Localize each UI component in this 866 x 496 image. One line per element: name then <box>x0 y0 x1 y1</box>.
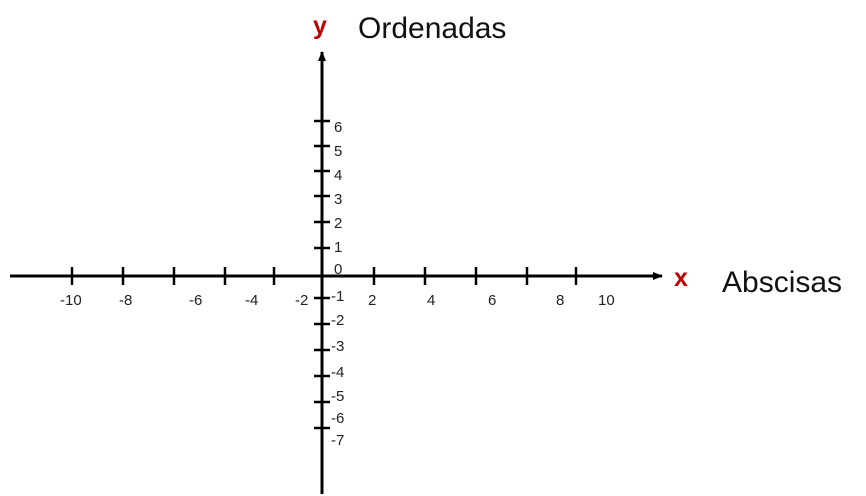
x-tick-label: -8 <box>119 292 132 309</box>
x-tick-label: -2 <box>295 292 308 309</box>
y-axis-name: Ordenadas <box>358 12 506 45</box>
x-axis-ticks <box>70 267 578 285</box>
y-axis-tick-labels: 6 5 4 3 2 1 0 -1 -2 -3 -4 -5 -6 -7 <box>331 119 344 449</box>
y-tick-label: 5 <box>334 143 342 160</box>
y-tick-label: -5 <box>331 388 344 405</box>
x-axis-name: Abscisas <box>722 266 842 299</box>
y-tick-label: 1 <box>334 239 342 256</box>
x-tick-label: -4 <box>245 292 258 309</box>
x-tick-label: -10 <box>60 292 82 309</box>
x-tick-label: 6 <box>488 292 496 309</box>
x-axis-tick-labels: -10 -8 -6 -4 -2 2 4 6 8 10 <box>60 292 615 309</box>
y-tick-label: -1 <box>331 288 344 305</box>
x-tick-label: 4 <box>427 292 435 309</box>
x-tick-label: 8 <box>556 292 564 309</box>
x-axis-letter: x <box>674 264 688 292</box>
y-axis-ticks <box>314 119 330 430</box>
origin-label: 0 <box>334 261 342 278</box>
y-tick-label: -3 <box>331 338 344 355</box>
y-tick-label: 4 <box>334 167 342 184</box>
y-tick-label: -2 <box>331 312 344 329</box>
y-tick-label: 3 <box>334 191 342 208</box>
y-axis-letter: y <box>313 12 327 40</box>
x-tick-label: 10 <box>598 292 615 309</box>
x-tick-label: 2 <box>368 292 376 309</box>
y-tick-label: -6 <box>331 410 344 427</box>
y-tick-label: 6 <box>334 119 342 136</box>
y-tick-label: -7 <box>331 432 344 449</box>
x-tick-label: -6 <box>189 292 202 309</box>
y-tick-label: 2 <box>334 215 342 232</box>
y-tick-label: -4 <box>331 364 344 381</box>
